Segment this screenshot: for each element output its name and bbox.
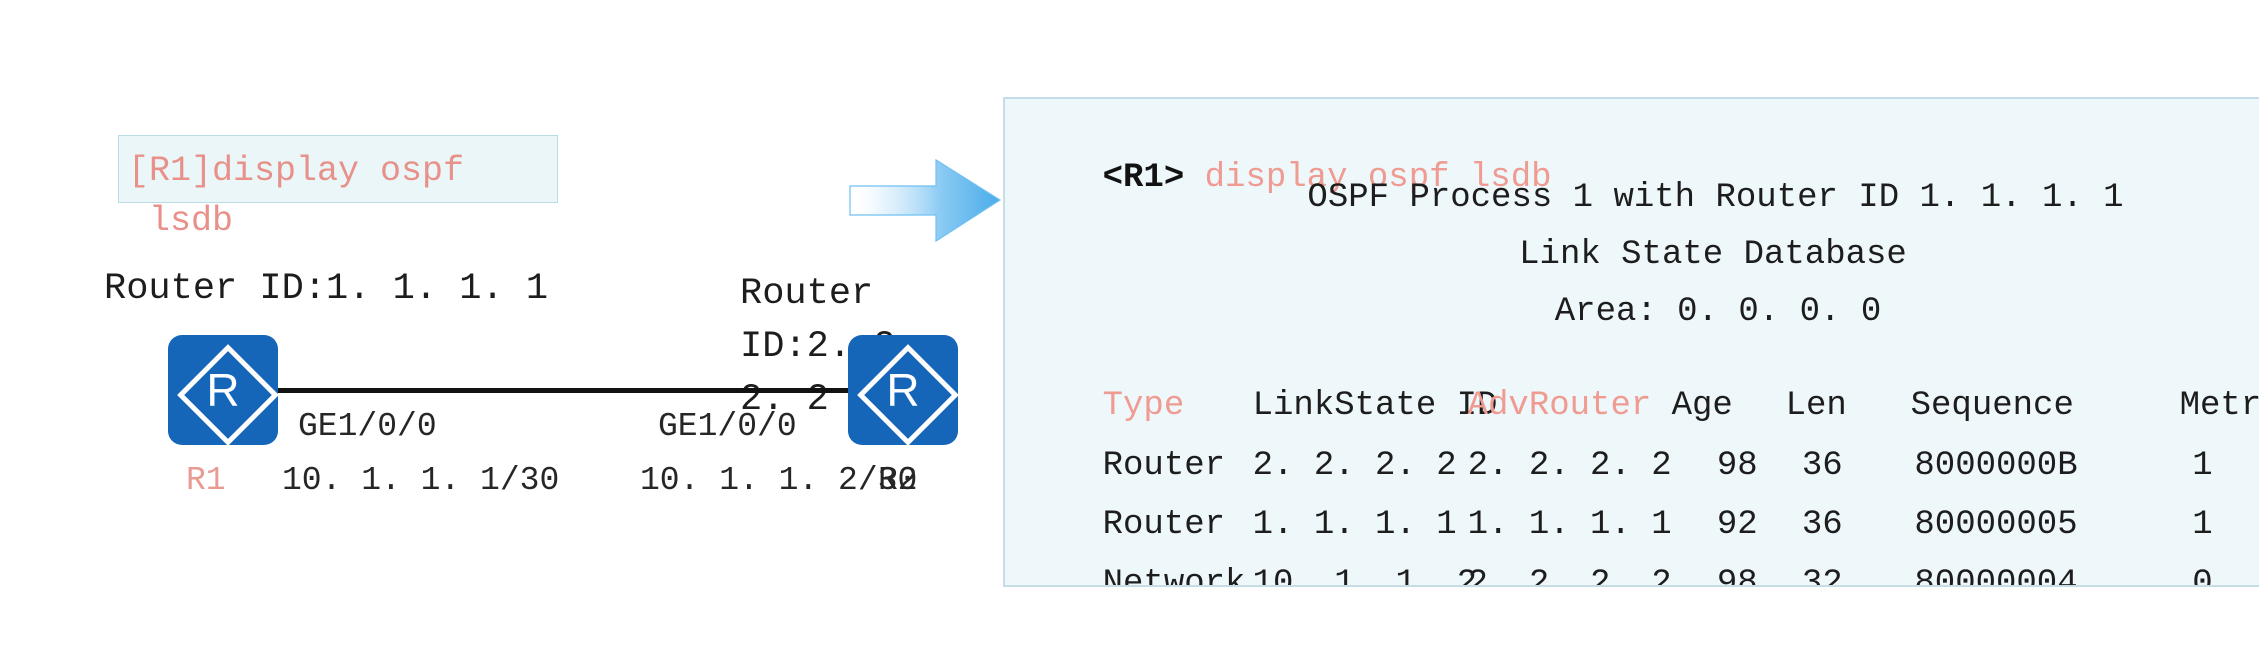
cell-type: Router — [1102, 506, 1226, 544]
cell-linkstate-id: 10. 1. 1. 2 — [1252, 565, 1478, 587]
prompt-text: <R1> — [1102, 159, 1185, 197]
column-header-metric: Metric — [2179, 387, 2259, 425]
cell-metric: 1 — [2192, 447, 2213, 485]
right-arrow-icon — [849, 158, 1002, 243]
router-icon-r2[interactable]: R — [848, 335, 959, 446]
router-glyph-label: R — [886, 364, 920, 416]
column-header-age: Age — [1671, 387, 1733, 425]
column-header-sequence: Sequence — [1910, 387, 2074, 425]
router-id-label-left: Router ID:1. 1. 1. 1 — [104, 268, 549, 310]
cell-linkstate-id: 1. 1. 1. 1 — [1252, 506, 1457, 544]
area-header: Area: 0. 0. 0. 0 — [1554, 293, 1882, 331]
terminal-prompt-line: <R1> display ospf lsdb — [1021, 121, 1552, 235]
ip-address-label-r1: 10. 1. 1. 1/30 — [282, 462, 560, 499]
cell-type: Router — [1102, 447, 1226, 485]
command-text: display ospf lsdb — [1204, 159, 1552, 197]
router-glyph-label: R — [206, 364, 240, 416]
cell-metric: 0 — [2192, 565, 2213, 587]
lsdb-header: Link State Database — [1519, 236, 1907, 274]
router-icon-r1[interactable]: R — [168, 335, 279, 446]
cell-sequence: 8000000B — [1914, 447, 2078, 485]
command-callout-text: [R1]display ospf lsdb — [128, 151, 465, 241]
cell-sequence: 80000005 — [1914, 506, 2078, 544]
cell-len: 36 — [1801, 447, 1843, 485]
cell-len: 36 — [1801, 506, 1843, 544]
cell-age: 98 — [1716, 565, 1758, 587]
column-header-len: Len — [1785, 387, 1847, 425]
command-callout-box — [118, 135, 558, 203]
network-topology-diagram: [R1]display ospf lsdb Router ID:1. 1. 1.… — [0, 0, 1002, 649]
terminal-output-panel: <R1> display ospf lsdb OSPF Process 1 wi… — [1003, 97, 2259, 587]
cell-linkstate-id: 2. 2. 2. 2 — [1252, 447, 1457, 485]
cell-advrouter: 2. 2. 2. 2 — [1467, 565, 1672, 587]
ip-address-label-r2: 10. 1. 1. 2/30 — [640, 462, 918, 499]
cell-type: Network — [1102, 565, 1246, 587]
interface-label-r1: GE1/0/0 — [298, 408, 437, 445]
ospf-process-header: OSPF Process 1 with Router ID 1. 1. 1. 1 — [1307, 179, 2124, 217]
cell-metric: 1 — [2192, 506, 2213, 544]
table-row: Network 10. 1. 1. 22. 2. 2. 2 98 32 80000004… — [1021, 527, 2259, 587]
node-name-label-r2: R2 — [878, 462, 918, 499]
cell-age: 98 — [1716, 447, 1758, 485]
column-header-type: Type — [1102, 387, 1185, 425]
column-header-advrouter: AdvRouter — [1467, 387, 1652, 425]
node-name-label-r1: R1 — [186, 462, 226, 499]
cell-age: 92 — [1716, 506, 1758, 544]
interface-label-r2: GE1/0/0 — [658, 408, 797, 445]
cell-len: 32 — [1801, 565, 1843, 587]
cell-sequence: 80000004 — [1914, 565, 2078, 587]
link-connection-line — [262, 388, 862, 393]
